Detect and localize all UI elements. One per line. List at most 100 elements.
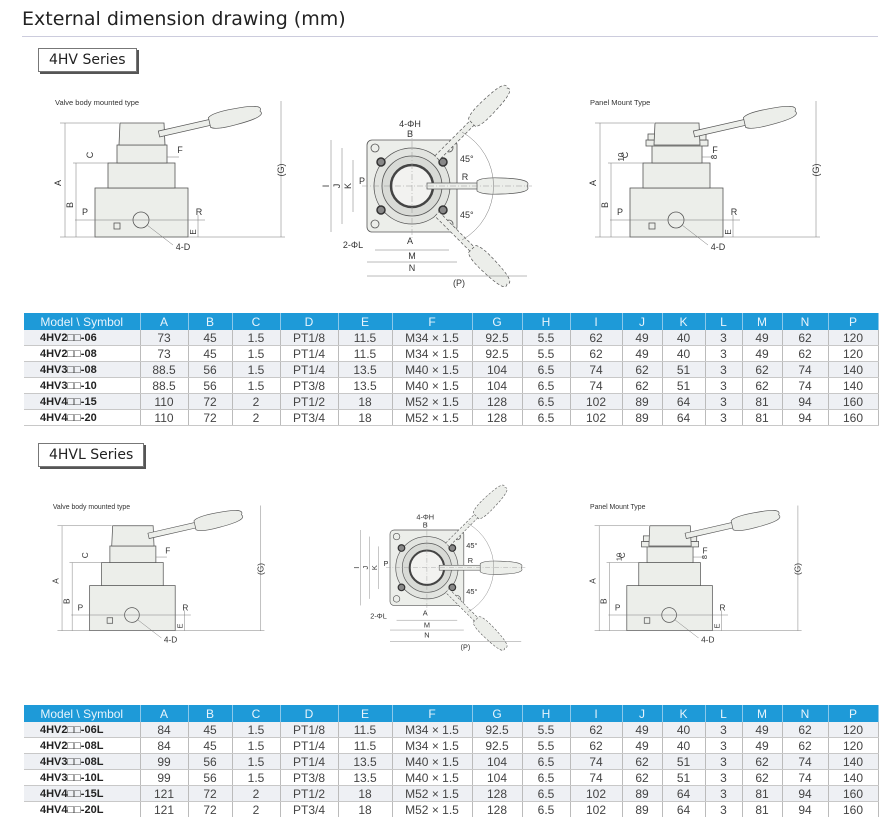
value-cell: PT3/8 (280, 769, 339, 786)
handle-lever (684, 510, 781, 539)
value-cell: 128 (472, 409, 523, 426)
value-cell: 74 (570, 769, 623, 786)
title-divider (22, 36, 878, 37)
drawing-label: E (724, 229, 733, 234)
value-cell: 120 (828, 722, 879, 738)
model-cell: 4HV2□□-08L (24, 737, 141, 754)
value-cell: M52 × 1.5 (392, 801, 473, 817)
value-cell: 56 (188, 769, 233, 786)
value-cell: 84 (140, 722, 189, 738)
drawing-label: A (53, 180, 63, 186)
column-header: C (232, 705, 281, 722)
drawing-label: 4-D (711, 242, 726, 252)
drawing-label: E (176, 624, 185, 629)
drawing-label: E (713, 624, 722, 629)
handle-lever (434, 211, 511, 288)
value-cell: 110 (140, 409, 189, 426)
value-cell: 11.5 (338, 737, 393, 754)
drawing-label: F (702, 546, 707, 555)
value-cell: 74 (782, 361, 829, 378)
value-cell: 18 (338, 785, 393, 802)
drawing-label: (G) (276, 164, 286, 177)
value-cell: 6.5 (522, 409, 571, 426)
value-cell: 62 (742, 361, 783, 378)
value-cell: 62 (742, 377, 783, 394)
drawing-label: C (620, 151, 630, 158)
drawing-label: 45° (460, 210, 474, 220)
value-cell: 140 (828, 753, 879, 770)
value-cell: 74 (782, 769, 829, 786)
value-cell: 92.5 (472, 330, 523, 346)
value-cell: 1.5 (232, 345, 281, 362)
drawing-label: R (196, 207, 203, 217)
value-cell: M40 × 1.5 (392, 377, 473, 394)
value-cell: 18 (338, 393, 393, 410)
value-cell: 45 (188, 737, 233, 754)
drawing-label: C (618, 552, 627, 558)
value-cell: 3 (705, 345, 743, 362)
value-cell: 51 (662, 377, 706, 394)
value-cell: M40 × 1.5 (392, 361, 473, 378)
drawing-label: F (712, 145, 718, 155)
drawing-label: A (589, 578, 598, 584)
column-header: E (338, 313, 393, 330)
value-cell: 1.5 (232, 769, 281, 786)
handle-lever (692, 106, 797, 138)
drawing-label: 4-D (176, 242, 191, 252)
column-header: D (280, 313, 339, 330)
value-cell: 40 (662, 722, 706, 738)
column-header: Model \ Symbol (24, 313, 141, 330)
drawing-label: 4-D (164, 636, 177, 645)
value-cell: 64 (662, 393, 706, 410)
value-cell: 2 (232, 785, 281, 802)
value-cell: 51 (662, 769, 706, 786)
value-cell: 92.5 (472, 345, 523, 362)
model-cell: 4HV4□□-15 (24, 393, 141, 410)
value-cell: 62 (782, 722, 829, 738)
column-header: L (705, 313, 743, 330)
value-cell: 5.5 (522, 722, 571, 738)
value-cell: 62 (570, 345, 623, 362)
column-header: F (392, 313, 473, 330)
value-cell: M40 × 1.5 (392, 753, 473, 770)
value-cell: 6.5 (522, 785, 571, 802)
value-cell: PT1/2 (280, 785, 339, 802)
value-cell: 11.5 (338, 345, 393, 362)
value-cell: 2 (232, 409, 281, 426)
drawing-label: Panel Mount Type (590, 504, 646, 511)
value-cell: 140 (828, 769, 879, 786)
drawing-label: Panel Mount Type (590, 98, 650, 107)
value-cell: 94 (782, 801, 829, 817)
value-cell: 1.5 (232, 361, 281, 378)
model-cell: 4HV2□□-08 (24, 345, 141, 362)
value-cell: 3 (705, 377, 743, 394)
value-cell: 13.5 (338, 361, 393, 378)
value-cell: M34 × 1.5 (392, 722, 473, 738)
drawing-label: 8 (700, 555, 709, 559)
value-cell: 49 (742, 345, 783, 362)
value-cell: 49 (742, 330, 783, 346)
drawing-label: B (407, 129, 413, 139)
column-header: B (188, 705, 233, 722)
drawing-label: (P) (453, 278, 465, 288)
value-cell: 2 (232, 393, 281, 410)
model-cell: 4HV3□□-08 (24, 361, 141, 378)
drawing-label: C (85, 151, 95, 158)
value-cell: 49 (622, 722, 663, 738)
value-cell: 13.5 (338, 377, 393, 394)
model-cell: 4HV4□□-15L (24, 785, 141, 802)
drawing-label: F (165, 546, 170, 555)
value-cell: 104 (472, 769, 523, 786)
model-cell: 4HV3□□-08L (24, 753, 141, 770)
drawing-label: R (462, 172, 469, 182)
